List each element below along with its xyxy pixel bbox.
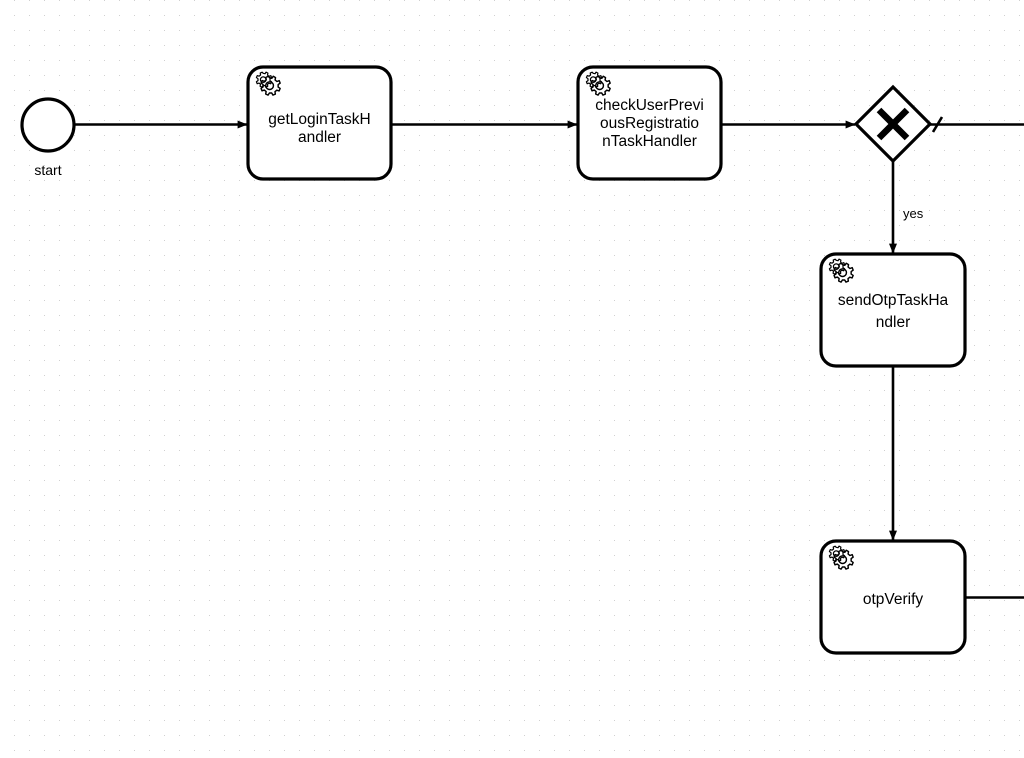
task-box (576, 65, 723, 181)
flow-label-yes: yes (903, 206, 924, 221)
start-event-label: start (34, 162, 61, 178)
start-event-circle (20, 97, 76, 153)
service-task-get-login-task-handler[interactable]: getLoginTaskH andler (246, 65, 393, 181)
task-label-line2: andler (298, 129, 341, 146)
task-label-line1: getLoginTaskH (268, 111, 371, 128)
task-label-line1: sendOtpTaskHa (838, 292, 949, 309)
gateway-x-marker-icon (876, 107, 910, 141)
task-label-line3: nTaskHandler (602, 133, 697, 150)
service-task-send-otp-task-handler[interactable]: sendOtpTaskHa ndler (819, 252, 967, 368)
task-label-line1: otpVerify (863, 591, 924, 608)
sequence-flow-gateway-default-right[interactable] (930, 116, 1024, 133)
task-box (246, 65, 393, 181)
service-task-check-user-previous-registration-task-handler[interactable]: checkUserPrevi ousRegistratio nTaskHandl… (576, 65, 723, 181)
default-flow-tick-icon (931, 116, 944, 133)
service-task-otp-verify[interactable]: otpVerify (819, 539, 967, 655)
exclusive-gateway[interactable] (853, 84, 933, 164)
task-label-line2: ndler (876, 314, 910, 331)
sequence-flow-gateway-yes-to-sendotp[interactable]: yes (889, 161, 924, 254)
start-event[interactable]: start (20, 97, 76, 178)
task-label-line2: ousRegistratio (600, 115, 699, 132)
task-box (819, 539, 967, 655)
task-label-line1: checkUserPrevi (595, 97, 704, 114)
task-box (819, 252, 967, 368)
